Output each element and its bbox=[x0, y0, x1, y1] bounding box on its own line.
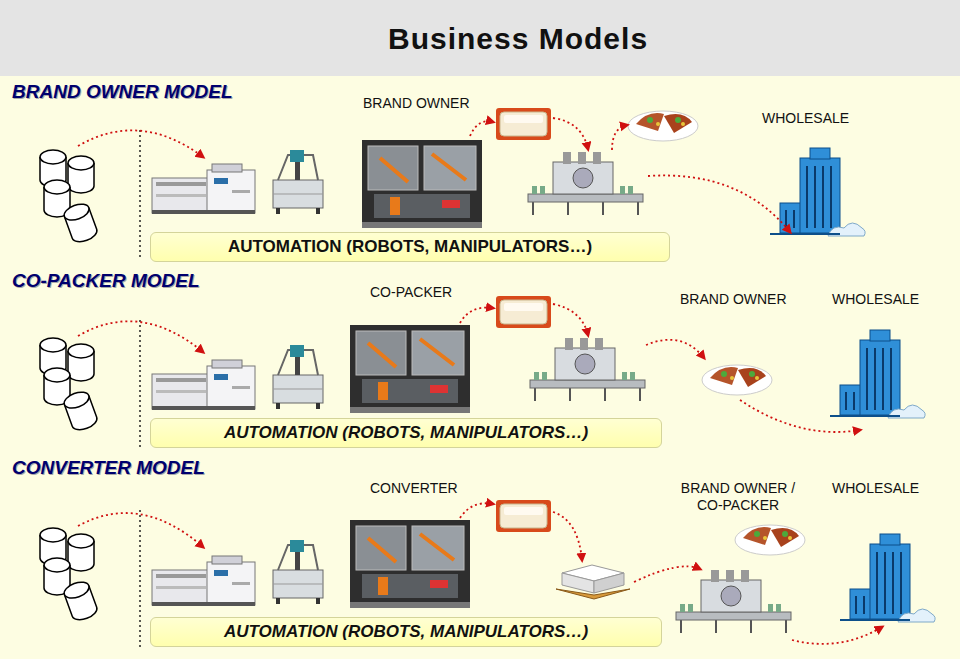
building-picture bbox=[770, 148, 865, 236]
building-picture bbox=[830, 330, 925, 418]
band-text: AUTOMATION (ROBOTS, MANIPULATORS…) bbox=[228, 237, 592, 257]
flow-arrow bbox=[646, 340, 704, 358]
flow-arrow bbox=[634, 566, 700, 582]
role-label: WHOLESALE bbox=[762, 110, 849, 127]
robot-picture bbox=[273, 150, 323, 214]
tray-picture bbox=[496, 500, 551, 532]
machine-picture bbox=[350, 325, 470, 413]
tray-picture bbox=[496, 108, 551, 140]
flow-arrow bbox=[553, 304, 588, 335]
flow-arrow bbox=[470, 121, 493, 136]
filling-line-picture bbox=[528, 152, 643, 215]
role-label: CO-PACKER bbox=[370, 284, 452, 301]
machine-picture bbox=[362, 140, 482, 228]
flow-arrow bbox=[553, 118, 588, 149]
flow-arrow bbox=[78, 513, 203, 547]
flow-arrow bbox=[612, 125, 627, 150]
rolls-picture bbox=[40, 150, 99, 245]
flow-arrow bbox=[460, 503, 493, 518]
rolls-picture bbox=[40, 338, 99, 433]
tray-picture bbox=[496, 296, 551, 328]
machine-picture bbox=[350, 520, 470, 608]
band-text: AUTOMATION (ROBOTS, MANIPULATORS…) bbox=[224, 622, 588, 642]
printer-picture bbox=[152, 360, 255, 410]
robot-picture bbox=[273, 540, 323, 604]
diagram-title: Business Models bbox=[388, 22, 648, 56]
food-picture bbox=[628, 111, 698, 141]
role-label: BRAND OWNER bbox=[363, 95, 470, 112]
pallet-picture bbox=[556, 565, 630, 599]
robot-picture bbox=[273, 345, 323, 409]
automation-band: AUTOMATION (ROBOTS, MANIPULATORS…) bbox=[150, 617, 662, 647]
food-picture bbox=[702, 365, 772, 395]
role-label: BRAND OWNER / CO-PACKER bbox=[668, 480, 808, 514]
model-heading: CO-PACKER MODEL bbox=[12, 270, 200, 292]
role-label: WHOLESALE bbox=[832, 291, 919, 308]
filling-line-picture bbox=[530, 338, 645, 401]
flow-arrows bbox=[78, 118, 882, 644]
printer-picture bbox=[152, 556, 255, 606]
flow-arrow bbox=[78, 130, 203, 157]
filling-line-picture bbox=[676, 570, 791, 633]
flow-arrow bbox=[553, 512, 582, 560]
role-label: WHOLESALE bbox=[832, 480, 919, 497]
model-heading: CONVERTER MODEL bbox=[12, 457, 205, 479]
role-label: CONVERTER bbox=[370, 480, 458, 497]
rolls-picture bbox=[40, 528, 99, 623]
band-text: AUTOMATION (ROBOTS, MANIPULATORS…) bbox=[224, 423, 588, 443]
divider-line bbox=[139, 130, 141, 650]
flow-arrow bbox=[792, 627, 882, 644]
printer-picture bbox=[152, 164, 255, 214]
flow-arrow bbox=[78, 321, 203, 352]
role-label: BRAND OWNER bbox=[680, 291, 787, 308]
automation-band: AUTOMATION (ROBOTS, MANIPULATORS…) bbox=[150, 418, 662, 448]
flow-arrow bbox=[740, 400, 860, 432]
flow-arrow bbox=[648, 175, 790, 232]
food-picture bbox=[735, 525, 805, 555]
model-heading: BRAND OWNER MODEL bbox=[12, 81, 233, 103]
building-picture bbox=[840, 534, 935, 622]
automation-band: AUTOMATION (ROBOTS, MANIPULATORS…) bbox=[150, 232, 670, 262]
flow-arrow bbox=[460, 308, 493, 323]
